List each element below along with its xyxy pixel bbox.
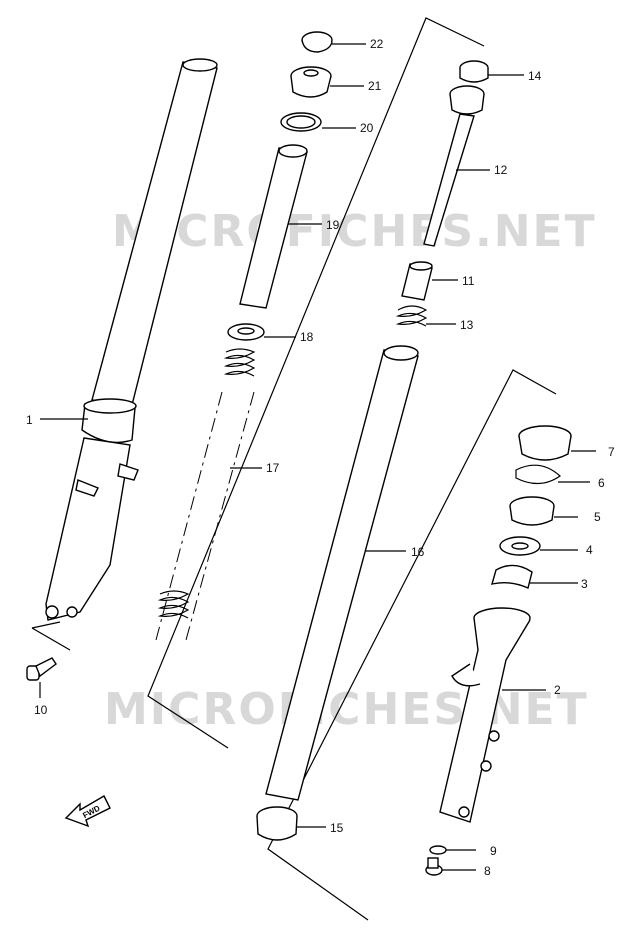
seal-spacer-5 [509, 496, 555, 526]
callout-3: 3 [581, 577, 588, 591]
fwd-arrow-icon: FWD [64, 795, 111, 828]
cap-bolt-21 [290, 66, 332, 98]
callout-1: 1 [26, 413, 33, 427]
outline-right-group [267, 369, 557, 921]
callout-11: 11 [462, 274, 475, 288]
watermark-bottom: MICROFICHES.NET [104, 684, 589, 735]
seal-14 [459, 60, 489, 83]
callout-14: 14 [528, 69, 542, 83]
spring-13 [395, 305, 428, 327]
callout-5: 5 [594, 510, 601, 524]
bushing-11 [401, 261, 433, 301]
callout-7: 7 [608, 445, 615, 459]
washer-9 [429, 845, 447, 855]
callout-13: 13 [460, 318, 474, 332]
oil-seal-7 [518, 425, 572, 461]
bushing-3 [491, 564, 533, 589]
stopper-ring-6 [515, 464, 561, 485]
leader-lines [39, 43, 596, 871]
callout-10: 10 [34, 703, 48, 717]
spring-17 [155, 348, 256, 641]
watermark-top: MICROFICHES.NET [112, 206, 597, 257]
callout-2: 2 [554, 683, 561, 697]
callout-21: 21 [368, 79, 382, 93]
callout-17: 17 [266, 461, 280, 475]
fork-assembly-outer [31, 58, 218, 651]
bushing-15 [256, 806, 298, 841]
callout-4: 4 [586, 543, 593, 557]
callout-6: 6 [598, 476, 605, 490]
damper-rod-12 [423, 85, 485, 247]
cap-22 [301, 31, 333, 53]
callout-20: 20 [360, 121, 374, 135]
spacer-19 [239, 144, 308, 309]
callout-19: 19 [326, 218, 340, 232]
bolt-10 [26, 657, 57, 681]
callout-12: 12 [494, 163, 508, 177]
callout-16: 16 [411, 545, 425, 559]
outline-left-group [147, 17, 485, 749]
inner-tube-16 [265, 345, 419, 801]
callout-22: 22 [370, 37, 384, 51]
callout-18: 18 [300, 330, 314, 344]
oring-20 [280, 112, 322, 132]
callout-15: 15 [330, 821, 344, 835]
washer-18 [227, 323, 265, 341]
bolt-8 [425, 857, 443, 876]
washer-4 [499, 536, 541, 556]
callout-8: 8 [484, 864, 491, 878]
callout-9: 9 [490, 844, 497, 858]
outer-tube-2 [439, 607, 531, 823]
